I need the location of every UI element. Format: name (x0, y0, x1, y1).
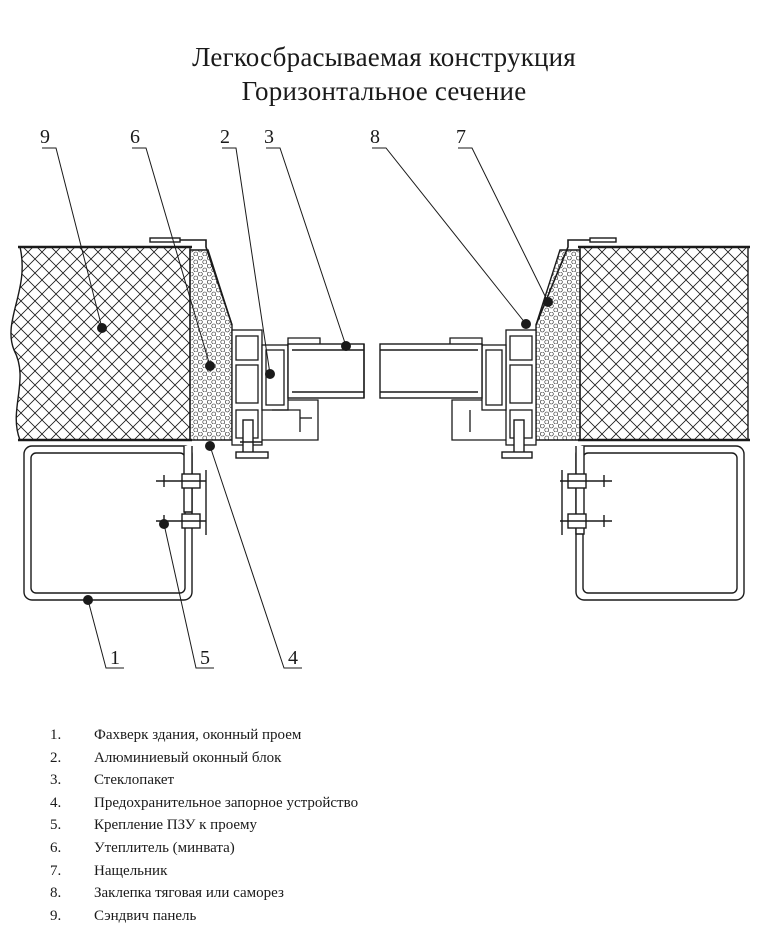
legend-item: 3.Стеклопакет (50, 772, 175, 789)
callout-9: 9 (40, 126, 50, 148)
steel-frame-right (575, 445, 745, 601)
aluminium-frame-right (449, 329, 537, 446)
callout-7: 7 (456, 126, 466, 148)
bracket-right (560, 446, 612, 535)
callout-8: 8 (370, 126, 380, 148)
glass-unit-left (287, 343, 365, 399)
legend-list: 1.Фахверк здания, оконный проем 2.Алюмин… (50, 724, 358, 927)
legend-item: 5.Крепление ПЗУ к проему (50, 817, 258, 834)
legend-item: 4.Предохранительное запорное устройство (50, 794, 359, 811)
legend-item: 2.Алюминиевый оконный блок (50, 749, 282, 766)
insulation-right (535, 249, 581, 441)
callout-3: 3 (264, 126, 274, 148)
callout-2: 2 (220, 126, 230, 148)
legend-item: 9.Сэндвич панель (50, 907, 197, 924)
glass-unit-right (379, 343, 483, 399)
sandwich-panel-right (579, 246, 749, 441)
aluminium-frame-left (231, 329, 321, 446)
leader-dots (83, 297, 553, 605)
drawing-subtitle: Горизонтальное сечение (241, 76, 527, 106)
callout-1: 1 (110, 647, 120, 669)
callout-6: 6 (130, 126, 140, 148)
legend-item: 7.Нащельник (50, 862, 168, 879)
insulation-left (189, 249, 233, 441)
fastener-right (501, 419, 533, 459)
leader-lines (42, 147, 549, 669)
callout-5: 5 (200, 647, 210, 669)
legend-item: 8.Заклепка тяговая или саморез (50, 885, 284, 902)
legend-item: 6.Утеплитель (минвата) (50, 839, 235, 856)
bracket-left (156, 446, 207, 535)
callout-4: 4 (288, 647, 298, 669)
fastener-left (235, 419, 269, 459)
drawing-title: Легкосбрасываемая конструкция (192, 42, 576, 72)
sandwich-panel-left (10, 246, 191, 441)
legend-item: 1.Фахверк здания, оконный проем (50, 727, 302, 743)
